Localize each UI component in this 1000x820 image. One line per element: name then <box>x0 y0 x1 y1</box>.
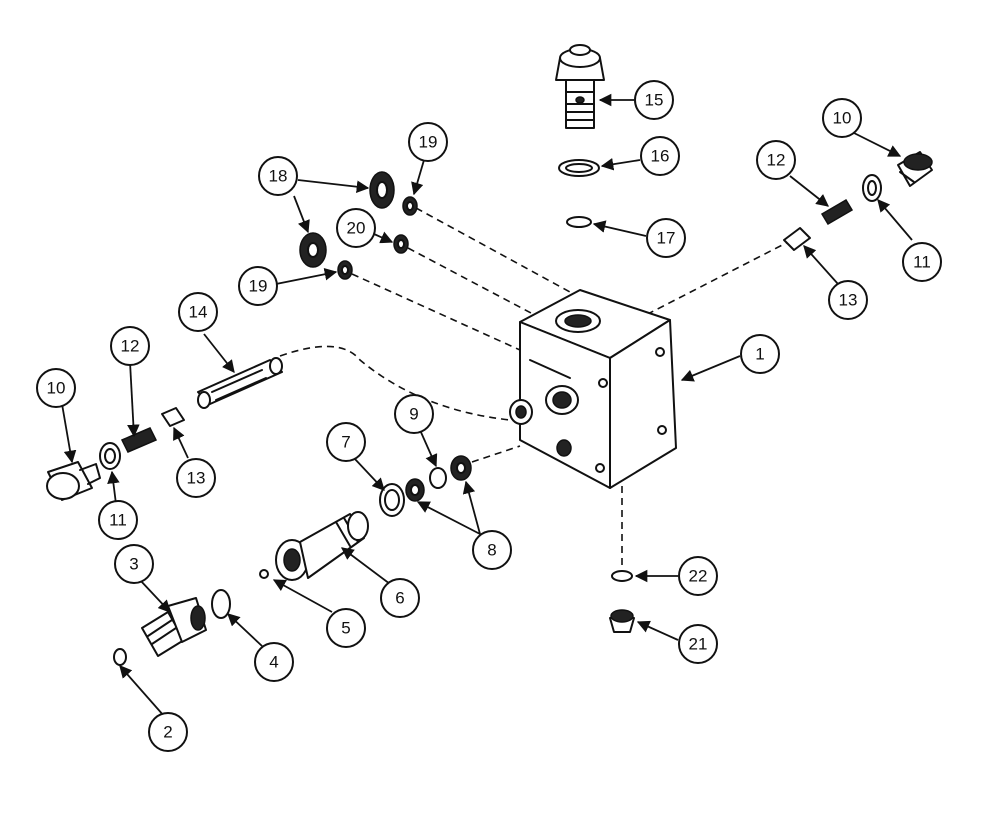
svg-text:11: 11 <box>109 511 127 530</box>
callout-9: 9 <box>394 394 434 434</box>
ball-5 <box>259 569 269 579</box>
callout-19-lower: 19 <box>238 266 278 306</box>
svg-text:6: 6 <box>395 589 404 608</box>
svg-text:4: 4 <box>269 653 278 672</box>
callout-17: 17 <box>646 218 686 258</box>
callout-4: 4 <box>254 642 294 682</box>
valve-block <box>509 289 677 489</box>
o-rings-19-20 <box>337 196 418 280</box>
o-ring-22 <box>611 570 633 582</box>
svg-text:15: 15 <box>645 91 664 110</box>
svg-text:14: 14 <box>189 303 208 322</box>
callout-13-left: 13 <box>176 458 216 498</box>
svg-text:5: 5 <box>341 619 350 638</box>
svg-text:10: 10 <box>47 379 66 398</box>
callout-11-left: 11 <box>98 500 138 540</box>
callout-21: 21 <box>678 624 718 664</box>
spool-14 <box>197 357 283 409</box>
callout-18: 18 <box>258 156 298 196</box>
svg-text:17: 17 <box>657 229 676 248</box>
svg-text:12: 12 <box>767 151 786 170</box>
adapter-3 <box>141 597 207 657</box>
svg-text:7: 7 <box>341 433 350 452</box>
svg-text:19: 19 <box>249 277 268 296</box>
leader-arrows <box>61 93 913 717</box>
callout-7: 7 <box>326 422 366 462</box>
callout-15: 15 <box>634 80 674 120</box>
callout-19-upper: 19 <box>408 122 448 162</box>
callout-16: 16 <box>640 136 680 176</box>
svg-text:1: 1 <box>755 345 764 364</box>
svg-text:19: 19 <box>419 133 438 152</box>
svg-text:18: 18 <box>269 167 288 186</box>
ring-4 <box>211 589 231 619</box>
svg-text:20: 20 <box>347 219 366 238</box>
o-ring-17 <box>566 216 592 228</box>
svg-text:8: 8 <box>487 541 496 560</box>
plug-21 <box>609 609 635 633</box>
seal-ring-16-inner <box>565 163 593 173</box>
svg-text:3: 3 <box>129 555 138 574</box>
o-ring-2 <box>113 648 127 666</box>
assembly-guide-lines <box>279 207 793 570</box>
right-plug-assembly <box>783 151 933 251</box>
callout-22: 22 <box>678 556 718 596</box>
rings-7-8-9 <box>379 455 472 517</box>
callout-12-left: 12 <box>110 326 150 366</box>
callout-12-right: 12 <box>756 140 796 180</box>
callout-1: 1 <box>740 334 780 374</box>
svg-text:21: 21 <box>689 635 708 654</box>
fitting-6 <box>275 511 369 581</box>
svg-text:13: 13 <box>839 291 858 310</box>
callout-13-right: 13 <box>828 280 868 320</box>
svg-text:13: 13 <box>187 469 206 488</box>
svg-text:22: 22 <box>689 567 708 586</box>
callout-5: 5 <box>326 608 366 648</box>
svg-text:2: 2 <box>163 723 172 742</box>
washers-18 <box>299 171 395 268</box>
callout-20: 20 <box>336 208 376 248</box>
valve-cartridge <box>555 44 605 129</box>
left-plug-assembly <box>46 407 185 501</box>
callout-10-right: 10 <box>822 98 862 138</box>
callout-2: 2 <box>148 712 188 752</box>
callout-8: 8 <box>472 530 512 570</box>
svg-text:9: 9 <box>409 405 418 424</box>
callout-6: 6 <box>380 578 420 618</box>
seal-ring-16 <box>558 159 600 177</box>
callout-11-right: 11 <box>902 242 942 282</box>
svg-text:10: 10 <box>833 109 852 128</box>
svg-text:12: 12 <box>121 337 140 356</box>
callout-3: 3 <box>114 544 154 584</box>
svg-text:16: 16 <box>651 147 670 166</box>
svg-text:11: 11 <box>913 253 931 272</box>
callout-14: 14 <box>178 292 218 332</box>
callout-10-left: 10 <box>36 368 76 408</box>
